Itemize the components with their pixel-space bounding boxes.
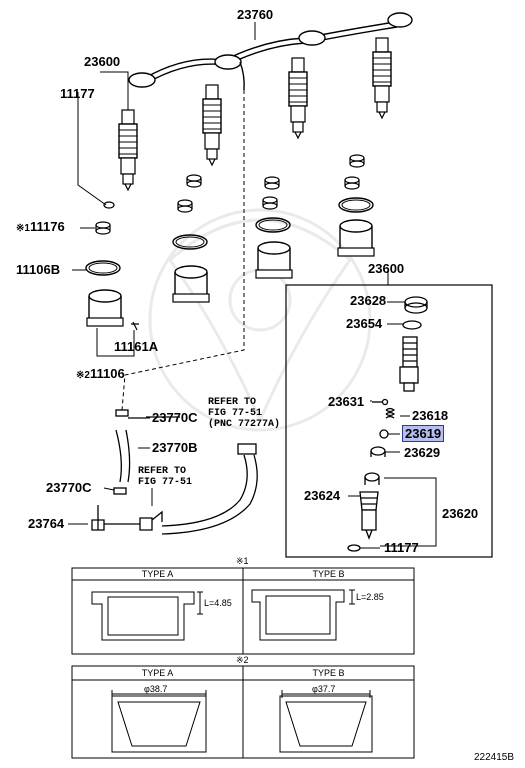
label-23760[interactable]: 23760 bbox=[237, 7, 274, 22]
label-23770B[interactable]: 23770B bbox=[152, 440, 198, 455]
part-number-11106: 11106 bbox=[89, 366, 125, 381]
table-1-mark: ※1 bbox=[236, 556, 249, 566]
table-2-type-b: TYPE B bbox=[312, 668, 345, 678]
table-2-dim-a: φ38.7 bbox=[144, 684, 168, 694]
label-23619[interactable]: 23619 bbox=[402, 425, 445, 442]
label-23620[interactable]: 23620 bbox=[442, 506, 479, 521]
label-11106[interactable]: ※211106 bbox=[76, 367, 125, 383]
dashed-reference-line bbox=[121, 90, 245, 411]
label-11106B[interactable]: 11106B bbox=[16, 262, 61, 277]
label-11176[interactable]: ※111176 bbox=[16, 220, 65, 236]
table-2-dim-b: φ37.7 bbox=[312, 684, 336, 694]
hose-assembly bbox=[91, 409, 258, 535]
label-23764[interactable]: 23764 bbox=[28, 516, 65, 531]
note-mark-1: ※1 bbox=[16, 223, 30, 234]
label-23654[interactable]: 23654 bbox=[346, 316, 383, 331]
table-1-type-b: TYPE B bbox=[312, 569, 345, 579]
figure-code: 222415B bbox=[474, 752, 515, 763]
injector-2 bbox=[202, 84, 222, 166]
label-11177-box[interactable]: 11177 bbox=[384, 540, 419, 555]
label-23770C-upper[interactable]: 23770C bbox=[152, 410, 198, 425]
injector-4 bbox=[372, 37, 392, 119]
label-23628[interactable]: 23628 bbox=[350, 293, 387, 308]
label-23629[interactable]: 23629 bbox=[404, 445, 441, 460]
refer-note-1: REFER TO FIG 77-51 (PNC 77277A) bbox=[208, 397, 280, 430]
part-number-11176: 11176 bbox=[29, 219, 65, 234]
table-2-type-a: TYPE A bbox=[141, 668, 174, 678]
table-1-type-a: TYPE A bbox=[141, 569, 174, 579]
table-2 bbox=[71, 665, 415, 759]
label-11161A[interactable]: 11161A bbox=[114, 339, 159, 354]
refer-note-1-line-3: (PNC 77277A) bbox=[208, 419, 281, 430]
injector-breakdown-box bbox=[285, 284, 493, 558]
label-23624[interactable]: 23624 bbox=[304, 488, 341, 503]
label-23618[interactable]: 23618 bbox=[412, 408, 449, 423]
refer-note-1-line-1: REFER TO bbox=[208, 397, 257, 408]
table-2-mark: ※2 bbox=[236, 655, 249, 665]
table-1-dim-a: L=4.85 bbox=[204, 598, 232, 608]
refer-note-2: REFER TO FIG 77-51 bbox=[138, 466, 192, 488]
refer-note-2-line-2: FIG 77-51 bbox=[138, 477, 193, 488]
label-23770C-lower[interactable]: 23770C bbox=[46, 480, 92, 495]
label-23600-box[interactable]: 23600 bbox=[368, 261, 405, 276]
table-1 bbox=[71, 567, 415, 655]
label-23631[interactable]: 23631 bbox=[328, 394, 365, 409]
label-23600-top[interactable]: 23600 bbox=[84, 54, 121, 69]
note-mark-2: ※2 bbox=[76, 370, 90, 381]
table-1-dim-b: L=2.85 bbox=[356, 592, 384, 602]
injector-1 bbox=[118, 109, 138, 191]
injector-3 bbox=[288, 57, 308, 139]
label-11177-top[interactable]: 11177 bbox=[60, 86, 95, 101]
leak-off-pipe bbox=[128, 12, 413, 91]
refer-note-2-line-1: REFER TO bbox=[138, 466, 187, 477]
part-number-23619-highlighted: 23619 bbox=[402, 425, 445, 442]
refer-note-1-line-2: FIG 77-51 bbox=[208, 408, 263, 419]
